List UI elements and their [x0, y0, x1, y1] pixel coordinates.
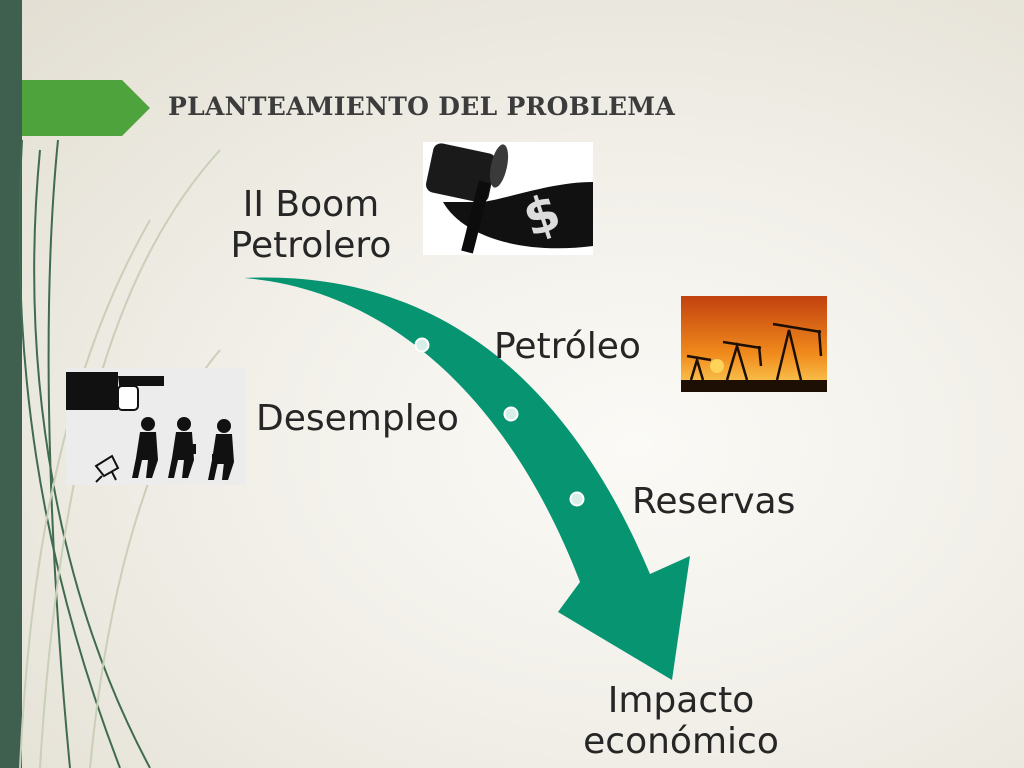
- slide-title: PLANTEAMIENTO DEL PROBLEMA: [168, 92, 676, 121]
- point-label-petroleo: Petróleo: [494, 326, 641, 367]
- layoff-pictogram-image: [66, 368, 246, 485]
- end-label: Impacto económico: [566, 680, 796, 762]
- arrow-node-1: [414, 337, 430, 353]
- end-label-text: Impacto económico: [583, 680, 779, 762]
- point-label-desempleo: Desempleo: [256, 398, 459, 439]
- point-label-reservas: Reservas: [632, 481, 796, 522]
- oil-barrel-dollar-image: $: [423, 142, 593, 255]
- left-sidebar-stripe: [0, 0, 22, 768]
- start-label-text: II Boom Petrolero: [230, 184, 392, 266]
- oil-pump-jacks-sunset-image: [681, 296, 827, 392]
- arrow-node-2: [503, 406, 519, 422]
- title-arrow-shape: [22, 80, 150, 136]
- start-label: II Boom Petrolero: [226, 184, 396, 266]
- arrow-node-3: [569, 491, 585, 507]
